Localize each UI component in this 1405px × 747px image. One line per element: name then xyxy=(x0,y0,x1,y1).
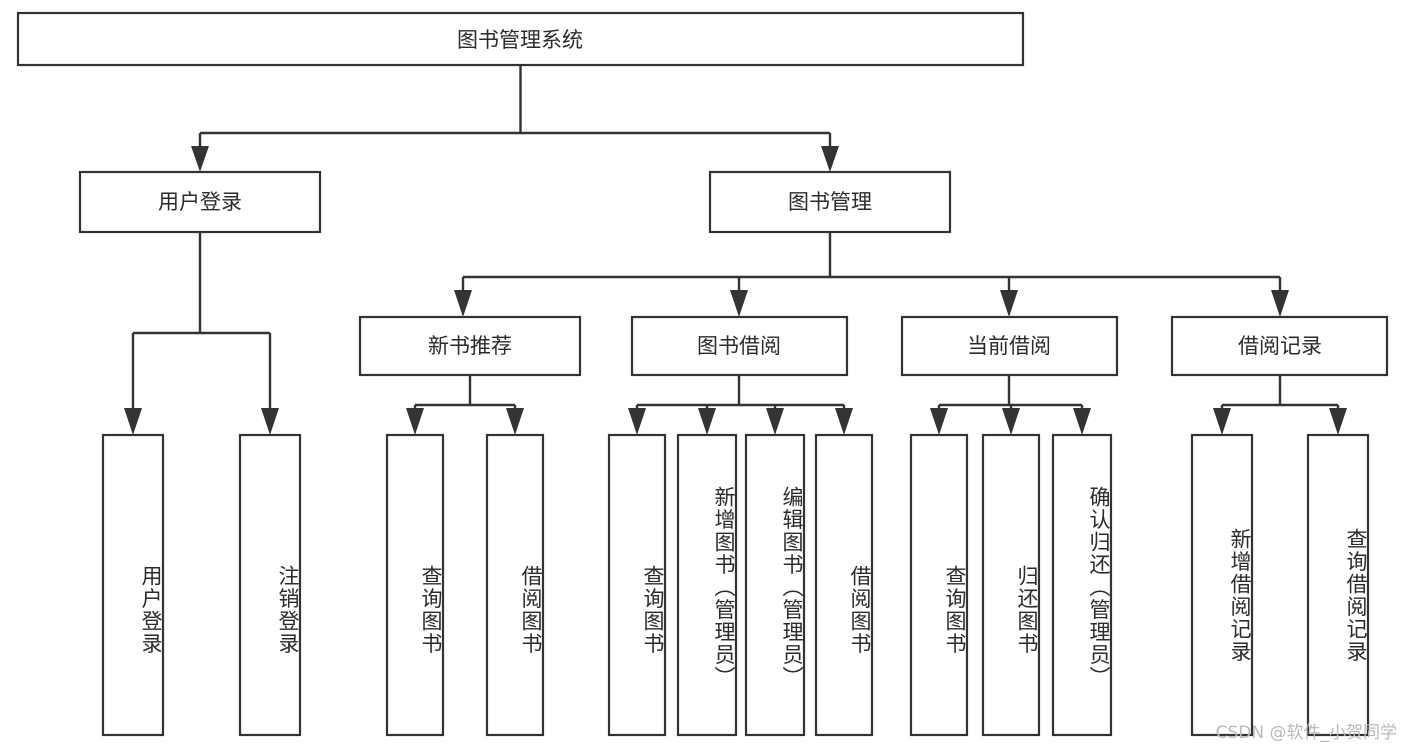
arrowhead-new-book-recommend xyxy=(454,290,472,317)
node-box-leaf-confirm-return[interactable] xyxy=(1051,433,1113,737)
arrowhead-leaf-borrow-book-2 xyxy=(835,408,853,435)
connector-group-new-book-recommend xyxy=(406,375,524,435)
node-box-leaf-query-borrow-record[interactable] xyxy=(1306,433,1370,737)
node-box-book-manage[interactable] xyxy=(708,170,952,234)
arrowhead-leaf-query-borrow-record xyxy=(1329,408,1347,435)
arrowhead-leaf-query-book-3 xyxy=(930,408,948,435)
node-box-leaf-borrow-book-2[interactable] xyxy=(814,433,874,737)
connector-group-root xyxy=(191,65,839,172)
arrowhead-user-login xyxy=(191,146,209,172)
node-label-borrow-record: 借阅记录 xyxy=(1238,334,1322,358)
node-box-book-borrow[interactable] xyxy=(630,315,849,377)
arrowhead-book-manage xyxy=(821,146,839,172)
csdn-watermark: CSDN @软件_小贺同学 xyxy=(1215,723,1397,743)
arrowhead-leaf-add-book xyxy=(698,408,716,435)
node-box-leaf-borrow-book-1[interactable] xyxy=(485,433,545,737)
connector-group-borrow-record xyxy=(1213,375,1347,435)
node-box-current-borrow[interactable] xyxy=(900,315,1119,377)
node-label-book-manage: 图书管理 xyxy=(788,190,872,214)
arrowhead-leaf-user-logout xyxy=(261,408,279,435)
node-label-new-book-recommend: 新书推荐 xyxy=(428,334,512,358)
node-label-current-borrow: 当前借阅 xyxy=(967,334,1051,358)
arrowhead-leaf-borrow-book-1 xyxy=(506,408,524,435)
arrowhead-borrow-record xyxy=(1271,290,1289,317)
arrowhead-leaf-confirm-return xyxy=(1073,408,1091,435)
arrowhead-leaf-add-borrow-record xyxy=(1213,408,1231,435)
arrowhead-leaf-query-book-1 xyxy=(406,408,424,435)
node-labels-horizontal: 图书管理系统 用户登录 图书管理 新书推荐 图书借阅 当前借阅 借阅记录 xyxy=(158,28,1322,358)
arrowhead-leaf-user-login xyxy=(124,408,142,435)
node-box-leaf-return-book[interactable] xyxy=(981,433,1041,737)
node-box-leaf-edit-book[interactable] xyxy=(744,433,806,737)
node-box-new-book-recommend[interactable] xyxy=(358,315,582,377)
connector-group-current-borrow xyxy=(930,375,1091,435)
node-box-leaf-query-book-3[interactable] xyxy=(909,433,969,737)
node-box-leaf-query-book-1[interactable] xyxy=(385,433,445,737)
arrowhead-current-borrow xyxy=(1000,290,1018,317)
node-label-user-login: 用户登录 xyxy=(158,190,242,214)
arrowhead-book-borrow xyxy=(730,290,748,317)
node-box-leaf-query-book-2[interactable] xyxy=(607,433,667,737)
node-box-leaf-add-book[interactable] xyxy=(676,433,738,737)
node-label-book-borrow: 图书借阅 xyxy=(697,334,781,358)
node-box-root[interactable] xyxy=(16,11,1025,67)
arrowhead-leaf-edit-book xyxy=(766,408,784,435)
node-box-leaf-user-logout[interactable] xyxy=(238,433,302,737)
connector-group-book-borrow xyxy=(628,375,853,435)
arrowhead-leaf-query-book-2 xyxy=(628,408,646,435)
node-box-user-login[interactable] xyxy=(78,170,322,234)
arrowhead-leaf-return-book xyxy=(1002,408,1020,435)
node-box-leaf-add-borrow-record[interactable] xyxy=(1190,433,1254,737)
connector-group-book-manage xyxy=(454,232,1289,317)
node-label-root: 图书管理系统 xyxy=(457,28,583,52)
node-boxes xyxy=(16,11,1389,737)
node-box-borrow-record[interactable] xyxy=(1170,315,1389,377)
node-box-leaf-user-login[interactable] xyxy=(101,433,165,737)
connector-group-user-login xyxy=(124,232,279,435)
